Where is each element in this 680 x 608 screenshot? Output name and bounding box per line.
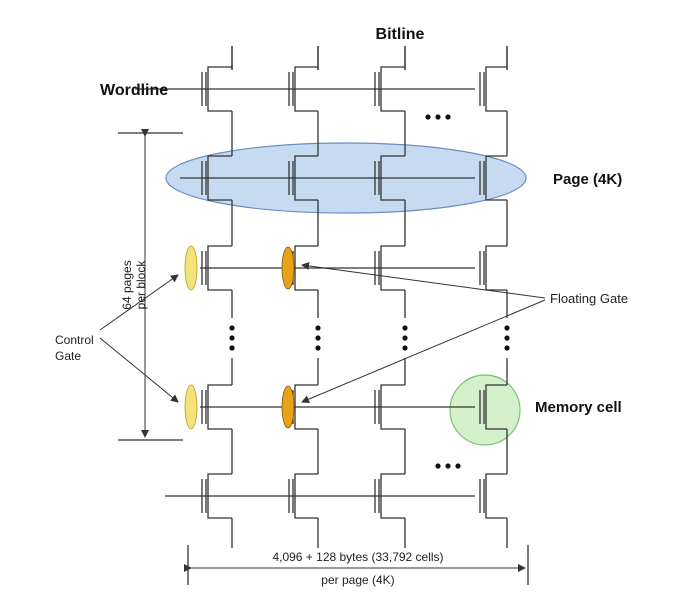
block-height-dimension xyxy=(118,129,183,441)
floating-gate-label: Floating Gate xyxy=(550,291,628,306)
pointer-arrows xyxy=(99,261,546,403)
control-gate-label-line2: Gate xyxy=(55,349,81,363)
page-width-dimension xyxy=(184,545,529,585)
bytes-label-line2: per page (4K) xyxy=(321,573,394,587)
memory-cell-highlight xyxy=(449,374,521,446)
cell-transistor-channel xyxy=(485,384,507,430)
control-gate-bottom xyxy=(184,384,198,430)
cell-transistor-channel xyxy=(485,155,507,201)
bitline-label: Bitline xyxy=(376,26,425,43)
control-gate-top xyxy=(184,245,198,291)
wordline-label: Wordline xyxy=(100,82,168,99)
pages-per-block-line1: 64 pages xyxy=(120,260,134,309)
bytes-label-line1: 4,096 + 128 bytes (33,792 cells) xyxy=(272,550,443,564)
floating-gate-top xyxy=(281,246,295,290)
cell-transistor-channel xyxy=(485,473,507,519)
page-label: Page (4K) xyxy=(553,171,622,188)
memory-cell-label: Memory cell xyxy=(535,399,622,416)
wordlines xyxy=(135,88,475,497)
horizontal-ellipsis xyxy=(425,114,461,469)
control-gate-label-line1: Control xyxy=(55,333,94,347)
cell-transistor-channel xyxy=(485,66,507,112)
pages-per-block-line2: per block xyxy=(134,260,148,310)
vertical-ellipsis xyxy=(229,325,510,351)
floating-gate-bottom xyxy=(281,385,295,429)
cell-array-wiring xyxy=(201,46,508,548)
cell-transistor-channel xyxy=(485,245,507,291)
